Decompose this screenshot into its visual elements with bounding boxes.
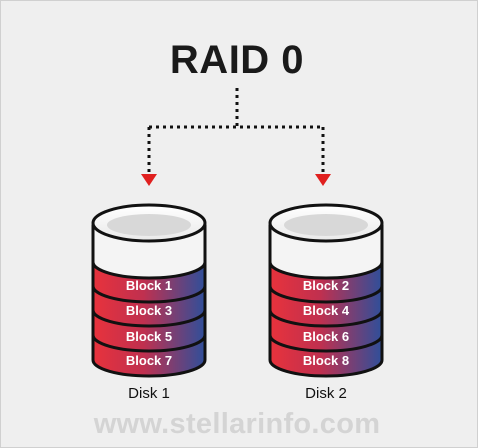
arrow-down-icon-left: [141, 174, 157, 186]
disk-1-divider-3: [91, 334, 207, 353]
disk-1-divider-2: [91, 309, 207, 328]
disk-2-top-inner: [284, 214, 368, 236]
disk-1-top-inner: [107, 214, 191, 236]
disk-1-block-2: Block 3: [126, 303, 172, 318]
disk-2-block-4: Block 8: [303, 353, 349, 368]
disk-2-divider-3: [268, 334, 384, 353]
disk-1-label: Disk 1: [128, 385, 170, 402]
arrow-down-icon-right: [315, 174, 331, 186]
disk-2-block-3: Block 6: [303, 329, 349, 344]
disk-1-block-3: Block 5: [126, 329, 172, 344]
disk-2-divider-2: [268, 309, 384, 328]
disk-1-block-4: Block 7: [126, 353, 172, 368]
disk-2-divider-1: [268, 285, 384, 304]
watermark: www.stellarinfo.com: [93, 408, 381, 440]
disk-1-block-1: Block 1: [126, 278, 172, 293]
disk-2-label: Disk 2: [305, 385, 347, 402]
disk-2-block-2: Block 4: [303, 303, 350, 318]
disk-1-divider-1: [91, 285, 207, 304]
disk-2-block-1: Block 2: [303, 278, 349, 293]
connector-lines: [147, 88, 325, 172]
diagram-title: RAID 0: [169, 38, 305, 82]
disk-2: Block 2 Block 4 Block 6 Block 8: [268, 203, 384, 378]
disk-1: Block 1 Block 3 Block 5 Block 7: [91, 203, 207, 378]
